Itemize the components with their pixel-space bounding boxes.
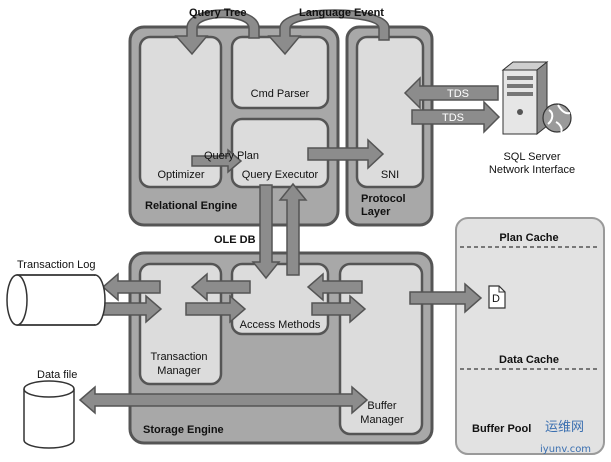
ole-db-label: OLE DB [214, 234, 256, 246]
protocol-layer-label-line2: Layer [361, 206, 391, 218]
data-page-label: D [492, 293, 500, 305]
storage-engine-label: Storage Engine [143, 424, 224, 436]
query-plan-label: Query Plan [204, 150, 259, 162]
plan-cache-label: Plan Cache [499, 232, 558, 244]
relational-engine-label: Relational Engine [145, 200, 237, 212]
tds-out-arrow [411, 100, 501, 134]
query-tree-label: Query Tree [189, 7, 246, 19]
buffer-manager-to-pool-arrow [409, 282, 483, 314]
globe-icon [542, 103, 572, 133]
tm-read-arrow [190, 272, 251, 302]
query-tree-arrow [174, 9, 260, 56]
tds-out-label: TDS [442, 112, 464, 124]
tm-write-arrow [185, 294, 247, 324]
watermark-chinese: 运维网 [545, 420, 584, 435]
data-page-fold [498, 286, 505, 293]
data-cache-label: Data Cache [499, 354, 559, 366]
sni-label: SNI [381, 169, 399, 181]
tds-in-arrow [403, 76, 499, 110]
sql-server-label-line2: Network Interface [489, 164, 575, 176]
language-event-arrow [267, 9, 390, 56]
query-executor-label: Query Executor [242, 169, 319, 181]
ole-db-down-arrow [251, 184, 281, 280]
watermark-site: iyunv.com [540, 444, 591, 455]
data-file-icon [23, 380, 75, 449]
log-read-arrow [101, 272, 161, 302]
tds-in-label: TDS [447, 88, 469, 100]
data-file-arrow [78, 385, 369, 415]
am-write-arrow [311, 294, 367, 324]
ole-db-up-arrow [278, 182, 308, 276]
buffer-manager-label-line2: Manager [360, 414, 404, 426]
log-write-arrow [99, 294, 163, 324]
access-methods-label: Access Methods [240, 319, 321, 331]
executor-to-sni-arrow [307, 138, 385, 170]
server-tower-icon [501, 60, 549, 136]
protocol-layer-label-line1: Protocol [361, 193, 406, 205]
cmd-parser-label: Cmd Parser [251, 88, 310, 100]
query-plan-arrow [191, 148, 243, 174]
transaction-log-icon [6, 274, 106, 326]
buffer-pool-label: Buffer Pool [472, 423, 531, 435]
language-event-label: Language Event [299, 7, 384, 19]
sql-server-label-line1: SQL Server [503, 151, 560, 163]
buffer-manager-label-line1: Buffer [367, 400, 396, 412]
optimizer-label: Optimizer [157, 169, 204, 181]
transaction-manager-label-line2: Manager [157, 365, 201, 377]
transaction-manager-label-line1: Transaction [150, 351, 207, 363]
data-file-label: Data file [37, 369, 77, 381]
buffer-pool-container [455, 217, 605, 455]
transaction-log-label: Transaction Log [17, 259, 95, 271]
am-read-arrow [306, 272, 363, 302]
